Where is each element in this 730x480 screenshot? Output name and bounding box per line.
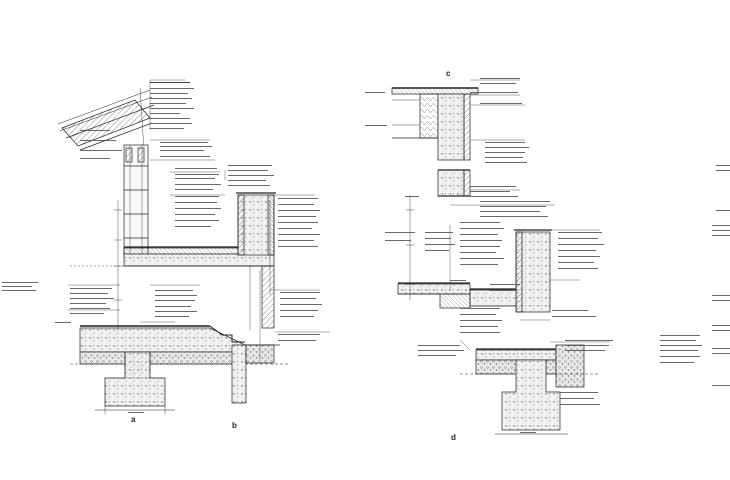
foundation-footing — [95, 351, 175, 414]
edge-footing — [231, 344, 280, 404]
right-dimension-marks — [406, 195, 414, 300]
dimension-marks — [70, 200, 124, 330]
top-wall-section — [391, 87, 479, 161]
roof-slope — [57, 87, 155, 151]
mid-wall-section — [437, 169, 471, 197]
section-mark-right-top: c — [446, 69, 451, 78]
section-mark-left-b: b — [232, 421, 237, 430]
section-mark-right-bottom: d — [451, 433, 456, 442]
section-mark-left-a: a — [131, 415, 136, 424]
right-cantilever-slab — [397, 282, 471, 309]
right-parapet — [469, 229, 552, 313]
right-foundation — [495, 359, 568, 435]
left-detail — [57, 87, 290, 414]
right-annotations — [449, 79, 610, 351]
ground-slab — [70, 325, 290, 365]
left-text-blocks — [2, 82, 322, 413]
left-annotations — [68, 79, 330, 360]
lower-wall — [249, 265, 275, 330]
right-detail — [391, 87, 600, 435]
parapet — [236, 192, 276, 256]
upper-wall — [123, 144, 149, 258]
far-right-notes — [660, 165, 730, 386]
right-text-blocks — [365, 78, 613, 433]
